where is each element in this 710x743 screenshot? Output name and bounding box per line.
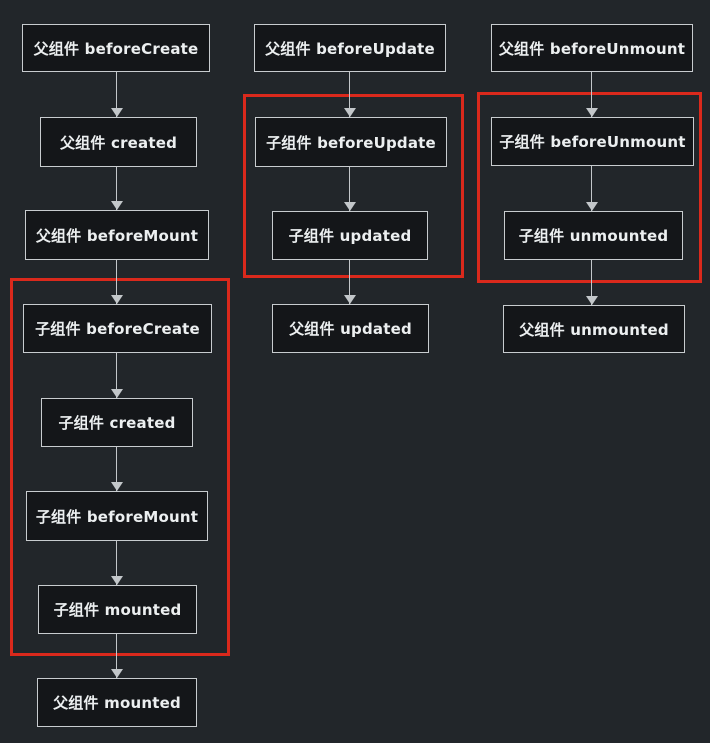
down-arrow (111, 167, 123, 210)
node-child-before-mount: 子组件 beforeMount (26, 491, 208, 541)
node-parent-before-mount: 父组件 beforeMount (25, 210, 209, 260)
down-arrow (111, 260, 123, 304)
down-arrow (111, 447, 123, 491)
node-label: 子组件 created (58, 414, 176, 432)
node-parent-before-unmount: 父组件 beforeUnmount (491, 24, 693, 72)
down-arrow (344, 260, 356, 304)
node-parent-before-create: 父组件 beforeCreate (22, 24, 210, 72)
node-label: 子组件 beforeCreate (35, 320, 200, 338)
child-unmount-group-highlight (477, 92, 702, 283)
node-label: 父组件 beforeUpdate (265, 39, 435, 58)
down-arrow (111, 72, 123, 117)
node-parent-updated: 父组件 updated (272, 304, 429, 353)
node-child-mounted: 子组件 mounted (38, 585, 197, 634)
down-arrow (344, 167, 356, 211)
node-child-unmounted: 子组件 unmounted (504, 211, 683, 260)
down-arrow (344, 72, 356, 117)
down-arrow (111, 541, 123, 585)
node-label: 父组件 unmounted (519, 320, 669, 339)
node-parent-before-update: 父组件 beforeUpdate (254, 24, 446, 72)
child-mount-group-highlight (10, 278, 230, 656)
node-child-updated: 子组件 updated (272, 211, 428, 260)
node-label: 子组件 unmounted (518, 227, 669, 245)
node-parent-mounted: 父组件 mounted (37, 678, 197, 727)
node-label: 子组件 beforeUpdate (266, 133, 436, 152)
node-child-before-create: 子组件 beforeCreate (23, 304, 212, 353)
down-arrow (586, 166, 598, 211)
child-update-group-highlight (243, 94, 464, 278)
node-label: 子组件 updated (288, 227, 412, 245)
node-label: 父组件 created (59, 133, 178, 152)
down-arrow (586, 72, 598, 117)
node-label: 父组件 beforeCreate (33, 39, 199, 58)
down-arrow (111, 353, 123, 398)
node-label: 子组件 mounted (53, 601, 182, 619)
node-label: 子组件 beforeMount (35, 507, 199, 526)
node-label: 父组件 mounted (53, 694, 181, 712)
node-label: 父组件 beforeMount (35, 226, 199, 245)
down-arrow (111, 634, 123, 678)
node-label: 子组件 beforeUnmount (499, 133, 686, 151)
node-parent-created: 父组件 created (40, 117, 197, 167)
node-child-before-unmount: 子组件 beforeUnmount (491, 117, 694, 166)
node-label: 父组件 beforeUnmount (498, 39, 686, 58)
node-label: 父组件 updated (289, 320, 412, 338)
down-arrow (586, 260, 598, 305)
node-child-created: 子组件 created (41, 398, 193, 447)
node-parent-unmounted: 父组件 unmounted (503, 305, 685, 353)
node-child-before-update: 子组件 beforeUpdate (255, 117, 447, 167)
